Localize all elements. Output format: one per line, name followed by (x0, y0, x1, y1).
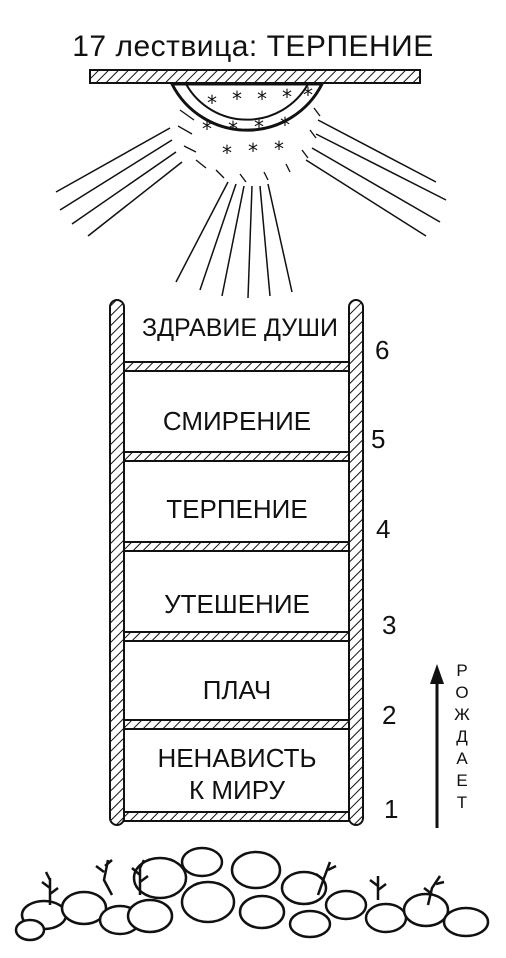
arrow-caption-letter: О (455, 683, 469, 702)
ladder-icon (109, 299, 364, 826)
svg-text:*: * (248, 139, 258, 163)
rung-number-4: 4 (376, 514, 391, 544)
rung-number-2: 2 (382, 700, 397, 730)
step-label-5: СМИРЕНИЕ (162, 406, 312, 436)
rung-number-5: 5 (371, 424, 386, 454)
step-label-2: ПЛАЧ (202, 675, 272, 705)
svg-text:*: * (254, 115, 264, 139)
rung-number-1: 1 (384, 794, 399, 824)
svg-text:*: * (274, 137, 284, 161)
diagram-title: 17 лествица: ТЕРПЕНИЕ (72, 30, 434, 63)
step-label-3: УТЕШЕНИЕ (164, 589, 310, 619)
svg-text:*: * (202, 117, 212, 141)
svg-text:*: * (207, 91, 217, 115)
svg-text:*: * (232, 87, 242, 111)
arrow-caption-letter: Р (456, 661, 468, 680)
arrow-caption-letter: Т (456, 793, 468, 812)
step-label-4: ТЕРПЕНИЕ (166, 494, 308, 524)
stones-icon (14, 846, 490, 942)
step-label-6: ЗДРАВИЕ ДУШИ (142, 314, 338, 342)
svg-text:*: * (257, 87, 267, 111)
arrow-caption-letter: А (456, 749, 468, 768)
sun-icon: ***** **** *** (55, 69, 447, 299)
svg-text:*: * (280, 113, 290, 137)
sprout-icon (41, 859, 445, 906)
step-label-1: НЕНАВИСТЬ К МИРУ (157, 743, 317, 805)
arrow-caption-letter: Ж (454, 705, 470, 724)
svg-text:*: * (282, 85, 292, 109)
svg-text:*: * (303, 83, 313, 107)
arrow-caption-letter: Е (456, 771, 468, 790)
svg-text:*: * (222, 141, 232, 165)
rung-number-3: 3 (382, 610, 397, 640)
svg-text:*: * (228, 117, 238, 141)
rung-number-6: 6 (375, 335, 390, 365)
arrow-caption-letter: Д (456, 727, 468, 746)
arrow-up-icon (430, 664, 444, 828)
